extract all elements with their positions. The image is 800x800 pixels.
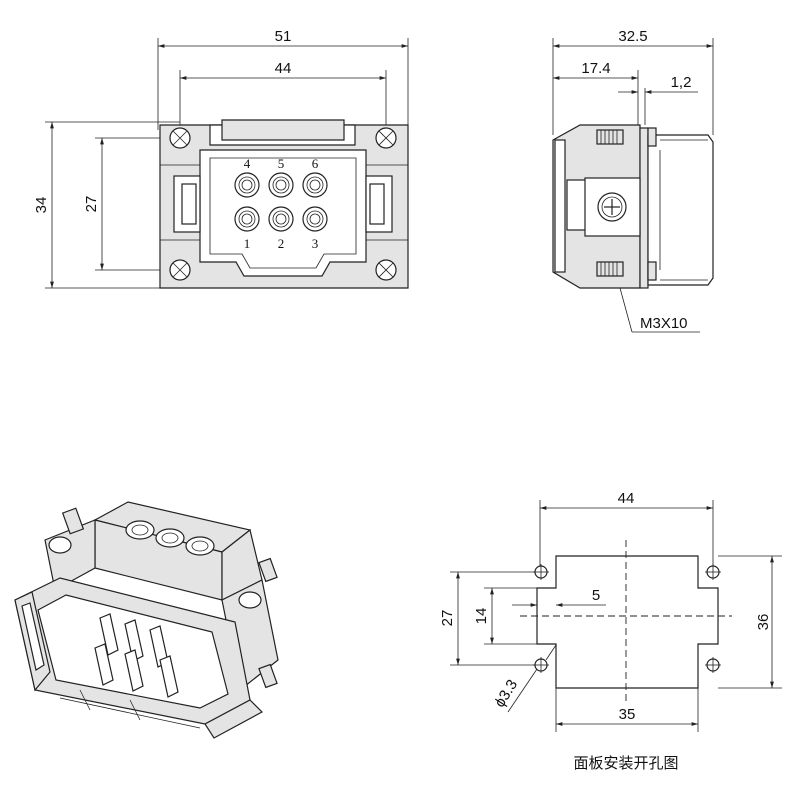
dim-overall-width: 51: [275, 28, 292, 45]
mount-screw-icon: [169, 259, 191, 281]
dim-flange: 17.4: [581, 60, 610, 77]
isometric-view: [14, 501, 279, 739]
pin-contact: [302, 172, 328, 198]
pin-contact: [268, 206, 294, 232]
dim-cutout-bottom-width: 35: [619, 706, 636, 723]
cutout-outline: [536, 555, 719, 689]
screw-icon: [48, 507, 85, 554]
front-view: 51 44 34 27: [33, 28, 409, 289]
dim-hole-diameter: ϕ3.3: [491, 677, 521, 711]
dim-mount-spacing: 44: [275, 60, 292, 77]
pin-label-2: 2: [278, 236, 285, 251]
iso-pin: [99, 613, 119, 656]
dim-cutout-top-width: 44: [618, 490, 635, 507]
dim-notch-height: 14: [473, 608, 490, 625]
mount-screw-icon: [375, 259, 397, 281]
mount-hole-icon: [705, 657, 721, 673]
pin-label-4: 4: [244, 156, 251, 171]
pin-contact: [234, 172, 260, 198]
dim-mount-height: 27: [83, 196, 100, 213]
pin-label-6: 6: [312, 156, 319, 171]
side-view: 32.5 17.4 1,2: [552, 28, 714, 333]
pin-contact: [268, 172, 294, 198]
mount-screw-icon: [169, 127, 191, 149]
screw-thread: [600, 130, 618, 144]
screw-icon: [238, 557, 278, 609]
mount-hole-icon: [533, 564, 549, 580]
screw-callout: M3X10: [640, 315, 688, 332]
iso-pin: [124, 649, 144, 692]
pin-contact: [234, 206, 260, 232]
iso-pin: [159, 655, 179, 698]
phillips-screw-icon: [597, 192, 627, 222]
dim-offset: 5: [592, 587, 600, 604]
screw-icon: [258, 663, 278, 689]
iso-pin: [94, 643, 114, 686]
dim-overall-height: 34: [33, 197, 50, 214]
screw-thread: [600, 262, 618, 276]
pin-contact: [302, 206, 328, 232]
mount-screw-icon: [375, 127, 397, 149]
mount-hole-icon: [705, 564, 721, 580]
pin-label-1: 1: [244, 236, 251, 251]
panel-cutout-view: 44 27 14 5 36 35: [439, 490, 782, 772]
dim-hole-spacing: 27: [439, 610, 456, 627]
cutout-caption: 面板安装开孔图: [573, 754, 678, 772]
dim-cutout-height: 36: [755, 614, 772, 631]
dim-depth: 32.5: [618, 28, 647, 45]
pin-label-3: 3: [312, 236, 319, 251]
dim-gap: 1,2: [671, 74, 692, 91]
iso-pin: [124, 619, 144, 662]
pin-label-5: 5: [278, 156, 285, 171]
